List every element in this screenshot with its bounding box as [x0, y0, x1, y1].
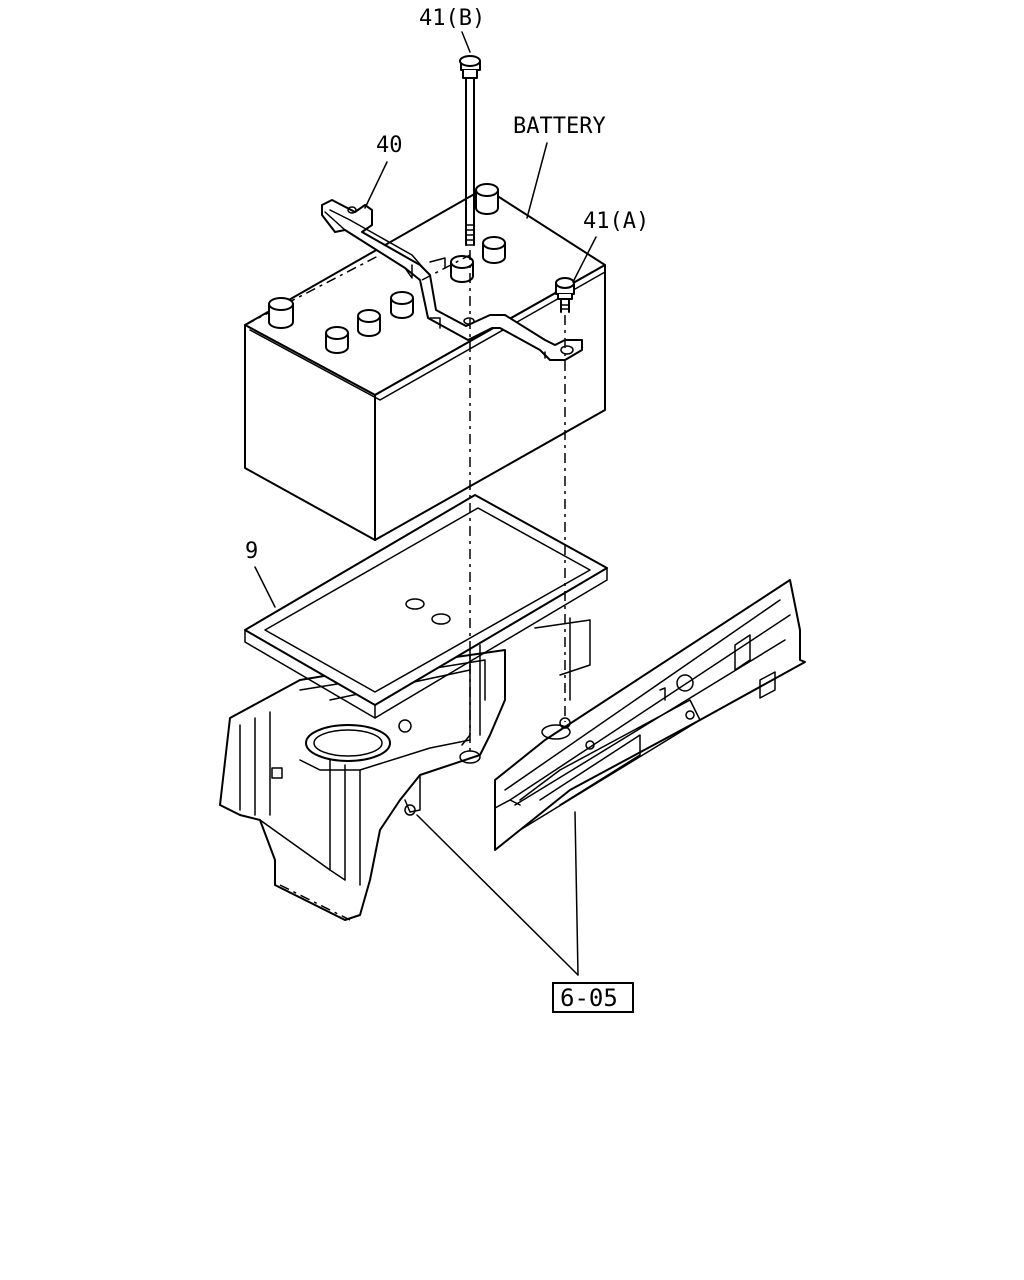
tray-bracket [534, 617, 591, 701]
leader-lines [254, 31, 597, 976]
label-tray-9: 9 [245, 539, 258, 564]
vent-cap [482, 236, 506, 264]
battery-tray [244, 494, 608, 719]
battery [244, 187, 606, 541]
vent-cap [450, 255, 474, 283]
terminal-post [268, 297, 294, 329]
bolt-41b [459, 55, 481, 246]
reference-box: 6-05 [552, 982, 634, 1013]
bolt-41a [555, 277, 575, 313]
vent-cap [390, 291, 414, 319]
label-clamp-40: 40 [376, 133, 403, 158]
side-member [494, 579, 806, 851]
vent-cap [325, 326, 349, 354]
label-bolt-41a: 41(A) [583, 209, 649, 234]
terminal-post [475, 183, 499, 215]
label-bolt-41b: 41(B) [419, 6, 485, 31]
battery-caps [268, 183, 506, 354]
label-ref-6-05: 6-05 [560, 984, 618, 1012]
vent-cap [357, 309, 381, 337]
label-battery: BATTERY [513, 114, 606, 139]
floor-panel [219, 639, 506, 921]
assembly-centerlines [421, 250, 566, 755]
